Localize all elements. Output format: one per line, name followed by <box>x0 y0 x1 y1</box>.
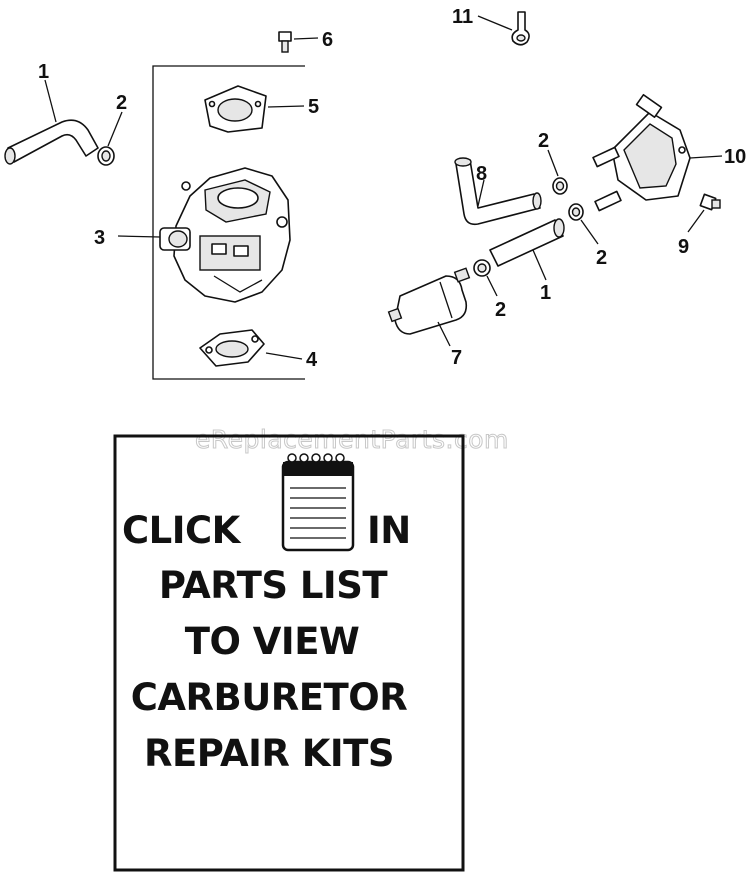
leader-3 <box>117 235 161 238</box>
callout-4: 4 <box>306 349 318 371</box>
callout-5: 5 <box>308 96 319 118</box>
part-10-fuel-pump[interactable] <box>592 93 691 212</box>
leader-2d <box>486 275 498 297</box>
part-6-screw[interactable] <box>278 31 292 53</box>
part-2-clamp-lower[interactable] <box>473 259 491 277</box>
part-2-hose-clamp[interactable] <box>97 146 115 166</box>
part-1-elbow-hose[interactable] <box>4 119 99 165</box>
callout-6: 6 <box>322 29 333 51</box>
notice-parts-list: PARTS LIST <box>159 564 388 607</box>
part-3-carburetor[interactable] <box>159 167 291 303</box>
carburetor-group-bracket <box>152 65 305 380</box>
leader-6 <box>293 37 319 40</box>
part-5-gasket[interactable] <box>204 85 267 133</box>
notice-click-word: CLICK <box>122 509 242 552</box>
callout-10: 10 <box>724 146 746 168</box>
leader-9 <box>687 209 705 233</box>
callout-3: 3 <box>94 227 105 249</box>
callout-11: 11 <box>452 6 473 28</box>
notice-in-word: IN <box>367 509 411 552</box>
callout-7: 7 <box>451 347 462 369</box>
leader-10 <box>689 155 723 159</box>
leader-8 <box>477 179 485 207</box>
leader-2c <box>580 219 599 245</box>
leader-5 <box>267 105 305 108</box>
callout-2b: 2 <box>538 130 549 152</box>
leader-1b <box>532 249 547 281</box>
callout-9: 9 <box>678 236 689 258</box>
callout-2a: 2 <box>116 92 127 114</box>
callout-1b: 1 <box>540 282 551 304</box>
part-9-fitting[interactable] <box>699 193 721 211</box>
leader-11 <box>477 15 513 31</box>
part-8-bent-hose[interactable] <box>454 157 542 226</box>
callout-2d: 2 <box>495 299 506 321</box>
notice-carburetor: CARBURETOR <box>131 676 407 719</box>
part-7-fuel-filter[interactable] <box>387 267 471 335</box>
callout-2c: 2 <box>596 247 607 269</box>
notice-repair-kits: REPAIR KITS <box>144 732 394 775</box>
leader-1a <box>44 79 57 123</box>
part-2-clamp-middle[interactable] <box>568 203 584 221</box>
leader-7 <box>437 321 451 347</box>
leader-2a <box>107 111 123 147</box>
leader-2b <box>547 149 559 177</box>
callout-1a: 1 <box>38 61 49 83</box>
notepad-icon <box>281 453 355 552</box>
repair-kit-notice-box <box>113 434 465 872</box>
notice-to-view: TO VIEW <box>185 620 360 663</box>
part-1-straight-hose[interactable] <box>489 218 565 267</box>
leader-4 <box>265 352 303 360</box>
callout-8: 8 <box>476 163 487 185</box>
part-4-gasket[interactable] <box>199 329 265 367</box>
part-2-clamp-upper[interactable] <box>552 177 568 195</box>
part-11-clamp[interactable] <box>511 11 530 46</box>
watermark-text: eReplacementParts.com <box>195 425 509 454</box>
